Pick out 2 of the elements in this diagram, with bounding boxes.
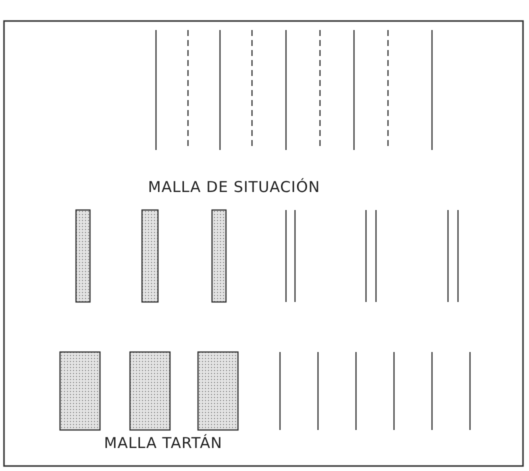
caption-text: MALLA TARTÁN — [104, 434, 222, 452]
caption-text: MALLA DE SITUACIÓN — [148, 178, 320, 196]
